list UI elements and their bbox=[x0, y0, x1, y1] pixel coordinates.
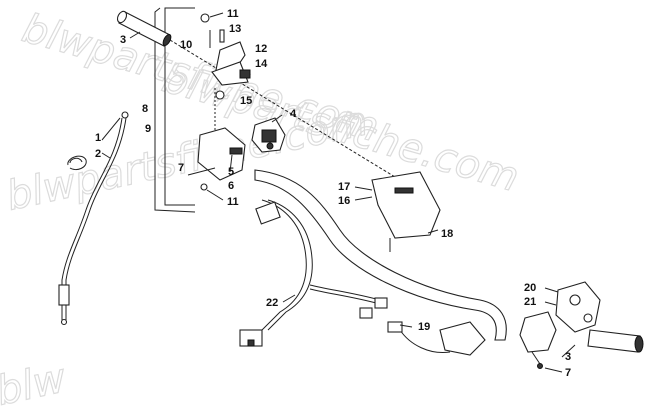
handlebar-pad bbox=[371, 171, 441, 252]
callout-3-left: 3 bbox=[120, 34, 126, 46]
left-switch-housing bbox=[187, 127, 246, 191]
right-grip bbox=[587, 329, 644, 353]
callout-11-top: 11 bbox=[227, 8, 239, 20]
callout-10: 10 bbox=[180, 39, 192, 51]
callout-9: 9 bbox=[145, 123, 151, 135]
callout-1: 1 bbox=[95, 132, 101, 144]
callout-6: 6 bbox=[228, 180, 234, 192]
handlebar bbox=[254, 169, 507, 341]
bracket-8-9 bbox=[154, 7, 196, 213]
callout-2: 2 bbox=[95, 148, 101, 160]
callout-12: 12 bbox=[255, 43, 267, 55]
callout-15: 15 bbox=[240, 95, 252, 107]
lever-assembly bbox=[200, 13, 251, 130]
callout-8: 8 bbox=[142, 103, 148, 115]
leader-lines bbox=[101, 12, 576, 373]
callout-7-right: 7 bbox=[565, 367, 571, 379]
callout-7-left: 7 bbox=[178, 162, 184, 174]
wiring-harness bbox=[239, 199, 388, 347]
callout-20: 20 bbox=[524, 282, 536, 294]
callout-5: 5 bbox=[228, 166, 234, 178]
callout-13: 13 bbox=[229, 23, 241, 35]
switch-4 bbox=[251, 117, 286, 153]
clip bbox=[67, 155, 87, 171]
callout-22: 22 bbox=[266, 297, 278, 309]
watermark-bottom: blw bbox=[0, 355, 70, 406]
left-grip bbox=[116, 10, 172, 47]
throttle-cable bbox=[58, 111, 129, 326]
callout-16: 16 bbox=[338, 195, 350, 207]
callout-18: 18 bbox=[441, 228, 453, 240]
callout-3-right: 3 bbox=[565, 351, 571, 363]
callout-17: 17 bbox=[338, 181, 350, 193]
callout-19: 19 bbox=[418, 321, 430, 333]
callout-4: 4 bbox=[290, 108, 297, 120]
callout-14: 14 bbox=[255, 58, 268, 70]
callout-labels: 1 2 3 3 4 5 6 7 7 8 9 10 11 11 12 13 14 … bbox=[95, 8, 571, 379]
right-switch-housing bbox=[519, 281, 601, 369]
callout-11-bottom: 11 bbox=[227, 196, 239, 208]
watermark-right: blwpartsfiche.com bbox=[157, 55, 523, 201]
grip-heater bbox=[387, 321, 486, 356]
callout-21: 21 bbox=[524, 296, 536, 308]
